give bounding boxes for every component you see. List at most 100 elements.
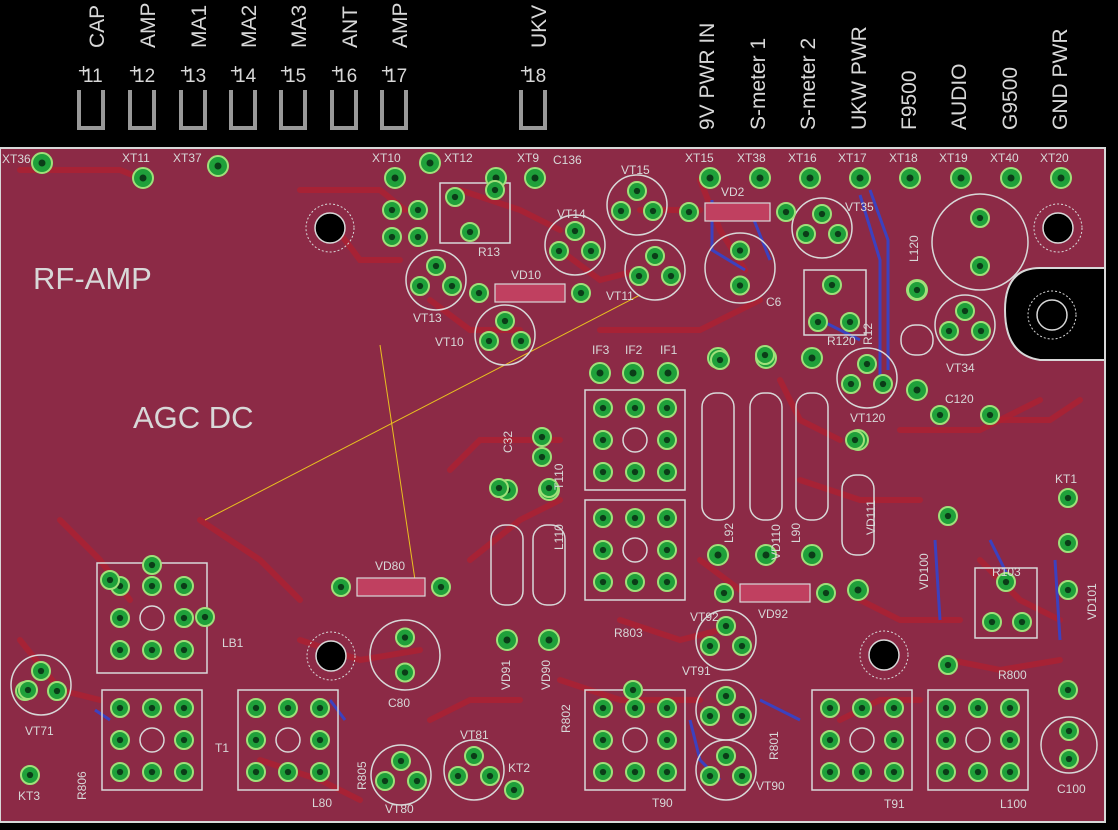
trace-segment bbox=[617, 617, 723, 644]
pad bbox=[246, 730, 266, 750]
ref-xt17: XT17 bbox=[838, 151, 867, 165]
ref-vd100: VD100 bbox=[917, 553, 931, 590]
t1-outline bbox=[101, 689, 203, 791]
ref-xt19: XT19 bbox=[939, 151, 968, 165]
ref-lb1: LB1 bbox=[222, 636, 244, 650]
pad bbox=[808, 312, 828, 332]
pad bbox=[699, 167, 721, 189]
mounting-hole-ring bbox=[305, 203, 355, 253]
pad bbox=[593, 698, 613, 718]
vt80-outline bbox=[370, 744, 432, 806]
ref-vd101: VD101 bbox=[1085, 583, 1099, 620]
pad bbox=[968, 698, 988, 718]
pad bbox=[820, 698, 840, 718]
pad bbox=[593, 540, 613, 560]
component-outline bbox=[965, 727, 991, 753]
pad bbox=[445, 187, 465, 207]
r13-outline bbox=[439, 182, 511, 244]
pad bbox=[982, 612, 1002, 632]
ref-l120: L120 bbox=[907, 235, 921, 262]
t91-outline bbox=[811, 689, 913, 791]
mounting-hole-ring bbox=[1033, 203, 1083, 253]
ref-t110: T110 bbox=[552, 463, 566, 490]
pad bbox=[657, 508, 677, 528]
pad bbox=[799, 167, 821, 189]
l100-outline bbox=[927, 689, 1029, 791]
trace-segment bbox=[759, 698, 801, 722]
pad bbox=[1058, 580, 1078, 600]
pin-outline bbox=[128, 90, 156, 130]
pad bbox=[1059, 721, 1079, 741]
pad bbox=[661, 266, 681, 286]
pad bbox=[970, 256, 990, 276]
pad bbox=[382, 200, 402, 220]
pin-label: MA1 bbox=[188, 5, 211, 48]
pad bbox=[732, 766, 752, 786]
ref-vt92: VT92 bbox=[690, 610, 719, 624]
component-outline bbox=[849, 727, 875, 753]
pad bbox=[581, 241, 601, 261]
pad bbox=[142, 762, 162, 782]
trace-segment bbox=[597, 297, 763, 333]
ref-xt36: XT36 bbox=[2, 152, 31, 166]
ref-vt10: VT10 bbox=[435, 335, 464, 349]
trace-segment bbox=[977, 557, 1063, 623]
ref-if2: IF2 bbox=[625, 343, 643, 357]
pin-number: 11 bbox=[83, 66, 103, 87]
pad bbox=[479, 331, 499, 351]
ref-vd10: VD10 bbox=[511, 268, 541, 282]
ref-c80: C80 bbox=[388, 696, 410, 710]
trace-segment bbox=[868, 189, 890, 370]
pin-outline bbox=[77, 90, 105, 130]
ref-l90: L90 bbox=[789, 523, 803, 543]
connector-pin-15: 15+MA3 bbox=[279, 5, 311, 130]
pad bbox=[47, 681, 67, 701]
component-outline bbox=[622, 727, 648, 753]
pad bbox=[622, 362, 644, 384]
pad bbox=[657, 540, 677, 560]
pad bbox=[936, 730, 956, 750]
connector-pin-14: 14+MA2 bbox=[229, 5, 261, 130]
trace-segment bbox=[457, 187, 563, 233]
pad bbox=[657, 398, 677, 418]
ref-vt15: VT15 bbox=[621, 163, 650, 177]
pad bbox=[448, 766, 468, 786]
pad bbox=[657, 730, 677, 750]
ref-kt1: KT1 bbox=[1055, 472, 1077, 486]
pad bbox=[755, 345, 775, 365]
r103-outline bbox=[974, 567, 1038, 639]
pad bbox=[539, 478, 559, 498]
pad bbox=[460, 222, 480, 242]
pad bbox=[828, 224, 848, 244]
pad bbox=[996, 572, 1016, 592]
pad bbox=[796, 224, 816, 244]
pad bbox=[820, 730, 840, 750]
ref-vd110: VD110 bbox=[769, 524, 783, 560]
pad bbox=[820, 762, 840, 782]
pad bbox=[469, 283, 489, 303]
mounting-holes bbox=[305, 203, 1083, 681]
ref-vt120: VT120 bbox=[850, 411, 886, 425]
pin-number: 18 bbox=[525, 66, 546, 87]
pad bbox=[593, 508, 613, 528]
pad bbox=[847, 579, 869, 601]
pin-plus: + bbox=[129, 61, 140, 82]
pad bbox=[375, 771, 395, 791]
pad bbox=[538, 629, 560, 651]
pad bbox=[812, 204, 832, 224]
connector-pin-16: 16+ANT bbox=[330, 6, 362, 130]
c6-outline bbox=[704, 232, 776, 304]
ref-vd91: VD91 bbox=[499, 660, 513, 690]
trace-segment bbox=[197, 517, 303, 603]
l90-outline bbox=[795, 392, 829, 521]
pad bbox=[936, 698, 956, 718]
ref-if1: IF1 bbox=[660, 343, 678, 357]
pad bbox=[174, 608, 194, 628]
ref-vt71: VT71 bbox=[25, 724, 54, 738]
pad bbox=[841, 374, 861, 394]
terminal-label-5: AUDIO bbox=[948, 63, 971, 130]
pad bbox=[174, 730, 194, 750]
pad bbox=[532, 427, 552, 447]
pad bbox=[1059, 749, 1079, 769]
pad bbox=[431, 577, 451, 597]
